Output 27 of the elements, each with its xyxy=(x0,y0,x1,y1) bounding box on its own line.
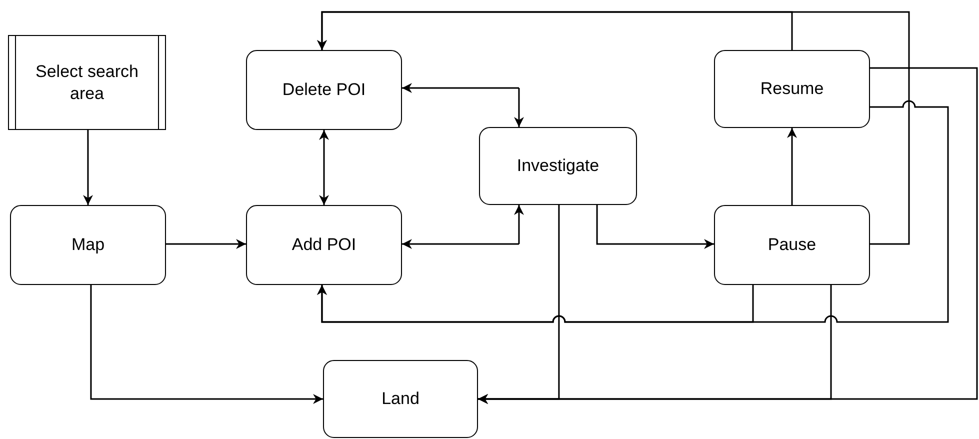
arrow xyxy=(316,11,910,245)
node-label: Select search area xyxy=(34,61,140,104)
arrow xyxy=(83,130,93,205)
subprocess-box xyxy=(8,35,166,130)
node-label: Resume xyxy=(760,78,824,100)
node-label: Add POI xyxy=(292,234,356,256)
process-box xyxy=(10,205,166,285)
arrow xyxy=(402,83,524,127)
node-label: Investigate xyxy=(516,155,600,177)
arrow xyxy=(319,130,329,205)
arrow xyxy=(316,100,949,323)
node-label: Map xyxy=(71,234,105,256)
process-box xyxy=(479,127,637,205)
process-box xyxy=(246,205,402,285)
node-label: Delete POI xyxy=(282,79,366,101)
arrow xyxy=(166,239,246,249)
arrow xyxy=(402,205,524,249)
process-box xyxy=(714,205,870,285)
process-box xyxy=(246,50,402,130)
process-box xyxy=(323,360,478,438)
arrow xyxy=(787,128,797,205)
arrow xyxy=(596,205,714,249)
process-box xyxy=(714,50,870,128)
arrow xyxy=(90,285,323,404)
node-label: Pause xyxy=(768,234,816,256)
arrow xyxy=(478,67,978,404)
node-label: Land xyxy=(382,388,420,410)
